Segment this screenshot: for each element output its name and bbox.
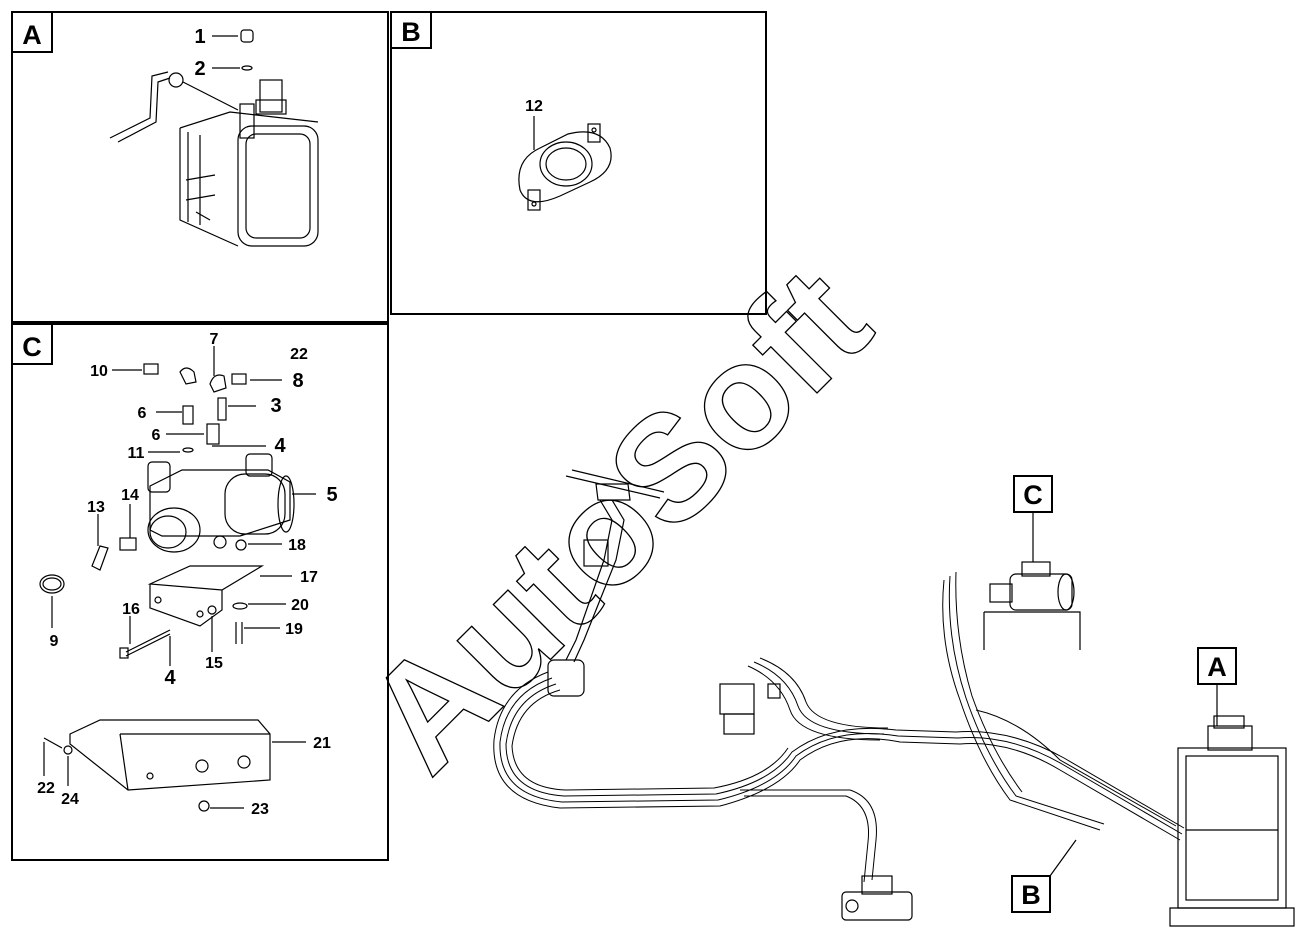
- panel-b-tag-box: [390, 11, 432, 49]
- callout-4a: 4: [274, 435, 286, 457]
- callout-23: 23: [251, 801, 269, 818]
- autosoft-watermark: AutoSoft: [334, 236, 900, 802]
- callout-10: 10: [90, 363, 108, 380]
- callout-1: 1: [194, 26, 205, 48]
- pipe-clamp-drawing: [518, 123, 612, 211]
- callout-12: 12: [525, 98, 543, 115]
- callout-11: 11: [128, 445, 145, 462]
- steering-column: [547, 469, 665, 697]
- panel-a-tag-box: [11, 11, 53, 53]
- panel-b-tag: B: [401, 17, 421, 47]
- panel-a-tag: A: [22, 20, 42, 50]
- callout-6a: 6: [138, 405, 147, 422]
- panel-c-tag-box: [11, 323, 53, 365]
- svg-text:B: B: [1021, 880, 1041, 910]
- callout-22-top: 22: [290, 346, 308, 363]
- callout-19: 19: [285, 621, 303, 638]
- callout-4b: 4: [164, 667, 176, 689]
- svg-text:A: A: [1207, 652, 1227, 682]
- tank-assembly: [1169, 715, 1295, 927]
- callout-6b: 6: [152, 427, 161, 444]
- steering-valve: [841, 875, 913, 921]
- bracket-drawing: [39, 565, 265, 659]
- hydraulic-lines: [493, 571, 1185, 883]
- callout-18: 18: [288, 537, 306, 554]
- fittings-drawing: [143, 363, 247, 453]
- valve-block: [719, 683, 781, 735]
- panel-b: B 12: [390, 11, 767, 315]
- callout-5: 5: [326, 484, 337, 506]
- cover-plate-drawing: [43, 719, 271, 812]
- callout-8: 8: [292, 370, 303, 392]
- assembly-tag-c: C: [1013, 475, 1053, 562]
- callout-14: 14: [121, 487, 139, 504]
- power-pack-drawing: [91, 453, 295, 571]
- callout-24: 24: [61, 791, 79, 808]
- callout-9: 9: [50, 633, 59, 650]
- main-assembly-drawing: [493, 469, 1295, 927]
- callout-20: 20: [291, 597, 309, 614]
- assembly-tag-a: A: [1197, 647, 1237, 726]
- panel-c-leaders: [43, 346, 316, 809]
- callout-15: 15: [205, 655, 223, 672]
- svg-text:C: C: [1023, 480, 1043, 510]
- callout-17: 17: [300, 569, 318, 586]
- panel-a: A 1 2: [11, 11, 389, 323]
- panel-c: C: [11, 323, 389, 861]
- callout-22-bottom: 22: [37, 780, 55, 797]
- callout-21: 21: [313, 735, 331, 752]
- callout-3: 3: [270, 395, 281, 417]
- callout-2: 2: [194, 58, 205, 80]
- power-pack-assembly: [983, 561, 1081, 650]
- callout-16: 16: [122, 601, 140, 618]
- hydraulic-tank-drawing: [109, 29, 319, 247]
- callout-7: 7: [210, 331, 219, 348]
- assembly-tag-b: B: [1011, 839, 1077, 913]
- panel-c-tag: C: [22, 332, 42, 362]
- callout-13: 13: [87, 499, 105, 516]
